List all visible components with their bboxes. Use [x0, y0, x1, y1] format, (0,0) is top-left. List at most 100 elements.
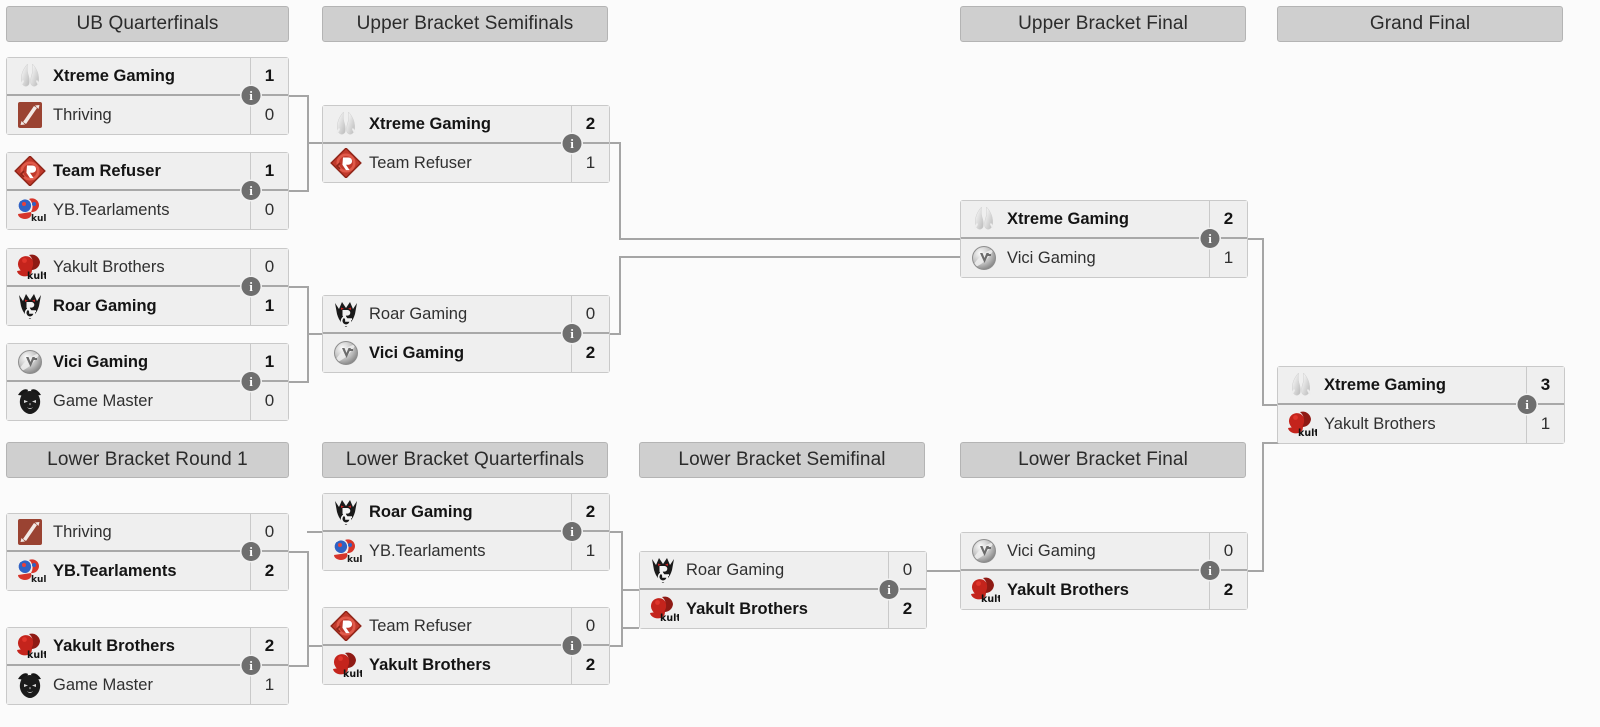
connector: [1262, 442, 1264, 572]
game-master-logo: [7, 382, 53, 420]
svg-text:kult: kult: [31, 575, 46, 585]
match-row-top[interactable]: Roar Gaming 2: [323, 494, 609, 532]
match-row-top[interactable]: kult Yakult Brothers 0: [7, 249, 288, 287]
yakult-brothers-logo: kult: [7, 249, 53, 285]
match-info-icon[interactable]: i: [241, 277, 261, 296]
team-name: Xtreme Gaming: [369, 106, 572, 142]
match-row-bottom[interactable]: kult Yakult Brothers 2: [640, 590, 926, 628]
connector: [1262, 442, 1282, 444]
team-name: Yakult Brothers: [686, 590, 889, 628]
round-header-label: UB Quarterfinals: [76, 13, 219, 34]
match-info-icon[interactable]: i: [562, 134, 582, 153]
connector: [1262, 238, 1264, 406]
round-header-label: Upper Bracket Final: [1018, 13, 1188, 34]
yb-tearlaments-logo: kult: [323, 532, 369, 570]
connector: [619, 238, 962, 240]
team-name: Roar Gaming: [686, 552, 889, 588]
team-name: Game Master: [53, 666, 251, 704]
match-row-bottom[interactable]: Team Refuser 1: [323, 144, 609, 182]
match-row-top[interactable]: Vici Gaming 1: [7, 344, 288, 382]
match-info-icon[interactable]: i: [241, 542, 261, 561]
match-lbr1b[interactable]: kult Yakult Brothers 2 Game Master 1 i: [6, 627, 289, 705]
match-row-bottom[interactable]: Game Master 1: [7, 666, 288, 704]
match-info-icon[interactable]: i: [879, 580, 899, 599]
match-info-icon[interactable]: i: [562, 636, 582, 655]
round-header-lb-quarterfinals: Lower Bracket Quarterfinals: [322, 442, 608, 478]
connector: [307, 645, 324, 647]
match-row-bottom[interactable]: kult Yakult Brothers 2: [961, 571, 1247, 609]
vici-gaming-logo: [323, 334, 369, 372]
thriving-logo: [7, 514, 53, 550]
match-info-icon[interactable]: i: [562, 324, 582, 343]
team-name: Vici Gaming: [1007, 533, 1210, 569]
yakult-brothers-logo: kult: [7, 628, 53, 664]
match-ubf1[interactable]: Xtreme Gaming 2 Vici Gaming 1 i: [960, 200, 1248, 278]
svg-text:kult: kult: [981, 594, 1000, 605]
match-info-icon[interactable]: i: [241, 372, 261, 391]
connector: [619, 142, 621, 239]
match-grand-final[interactable]: Xtreme Gaming 3 kult Yakult Brothers 1 i: [1277, 366, 1565, 444]
team-name: YB.Tearlaments: [53, 552, 251, 590]
match-row-top[interactable]: Thriving 0: [7, 514, 288, 552]
match-info-icon[interactable]: i: [562, 522, 582, 541]
match-row-top[interactable]: Xtreme Gaming 2: [323, 106, 609, 144]
match-info-icon[interactable]: i: [1200, 561, 1220, 580]
yb-tearlaments-logo: kult: [7, 552, 53, 590]
team-refuser-logo: [323, 144, 369, 182]
team-name: Team Refuser: [53, 153, 251, 189]
match-ubqf4[interactable]: Vici Gaming 1 Game Master 0 i: [6, 343, 289, 421]
match-row-top[interactable]: Team Refuser 1: [7, 153, 288, 191]
match-ubqf3[interactable]: kult Yakult Brothers 0 Roar Gaming 1 i: [6, 248, 289, 326]
match-lbsf1[interactable]: Roar Gaming 0 kult Yakult Brothers 2 i: [639, 551, 927, 629]
team-name: Vici Gaming: [53, 344, 251, 380]
round-header-ub-quarterfinals: UB Quarterfinals: [6, 6, 289, 42]
team-name: Thriving: [53, 514, 251, 550]
match-row-top[interactable]: Xtreme Gaming 2: [961, 201, 1247, 239]
svg-text:kult: kult: [343, 669, 362, 680]
match-lbr1a[interactable]: Thriving 0 kult YB.Tearlaments 2 i: [6, 513, 289, 591]
svg-text:kult: kult: [27, 650, 46, 661]
match-ubqf1[interactable]: Xtreme Gaming 1 Thriving 0 i: [6, 57, 289, 135]
match-ubsf2[interactable]: Roar Gaming 0 Vici Gaming 2 i: [322, 295, 610, 373]
match-row-bottom[interactable]: kult YB.Tearlaments 1: [323, 532, 609, 570]
connector: [621, 627, 639, 629]
svg-text:kult: kult: [31, 214, 46, 224]
match-row-bottom[interactable]: kult Yakult Brothers 1: [1278, 405, 1564, 443]
match-info-icon[interactable]: i: [241, 656, 261, 675]
vici-gaming-logo: [961, 533, 1007, 569]
xtreme-gaming-logo: [323, 106, 369, 142]
match-lbf1[interactable]: Vici Gaming 0 kult Yakult Brothers 2 i: [960, 532, 1248, 610]
round-header-lb-final: Lower Bracket Final: [960, 442, 1246, 478]
match-lbqf2[interactable]: Team Refuser 0 kult Yakult Brothers 2 i: [322, 607, 610, 685]
team-name: Vici Gaming: [1007, 239, 1210, 277]
svg-text:kult: kult: [660, 613, 679, 624]
team-name: Xtreme Gaming: [53, 58, 251, 94]
match-ubqf2[interactable]: Team Refuser 1 kult YB.Tearlaments 0 i: [6, 152, 289, 230]
connector: [926, 570, 962, 572]
team-name: Game Master: [53, 382, 251, 420]
match-row-bottom[interactable]: Vici Gaming 2: [323, 334, 609, 372]
round-header-label: Lower Bracket Semifinal: [678, 449, 886, 470]
connector: [289, 190, 309, 192]
match-info-icon[interactable]: i: [241, 86, 261, 105]
team-name: Team Refuser: [369, 144, 572, 182]
svg-text:kult: kult: [27, 271, 46, 282]
match-row-top[interactable]: Xtreme Gaming 1: [7, 58, 288, 96]
match-row-bottom[interactable]: kult YB.Tearlaments 2: [7, 552, 288, 590]
match-row-bottom[interactable]: Game Master 0: [7, 382, 288, 420]
match-info-icon[interactable]: i: [241, 181, 261, 200]
connector: [289, 551, 309, 553]
match-info-icon[interactable]: i: [1200, 229, 1220, 248]
connector: [1244, 570, 1264, 572]
connector: [607, 645, 623, 647]
match-row-bottom[interactable]: kult YB.Tearlaments 0: [7, 191, 288, 229]
yb-tearlaments-logo: kult: [7, 191, 53, 229]
match-row-top[interactable]: Xtreme Gaming 3: [1278, 367, 1564, 405]
match-lbqf1[interactable]: Roar Gaming 2 kult YB.Tearlaments 1 i: [322, 493, 610, 571]
match-info-icon[interactable]: i: [1517, 395, 1537, 414]
roar-gaming-logo: [323, 494, 369, 530]
match-row-bottom[interactable]: Roar Gaming 1: [7, 287, 288, 325]
team-name: Xtreme Gaming: [1324, 367, 1527, 403]
connector: [1262, 404, 1282, 406]
match-ubsf1[interactable]: Xtreme Gaming 2 Team Refuser 1 i: [322, 105, 610, 183]
